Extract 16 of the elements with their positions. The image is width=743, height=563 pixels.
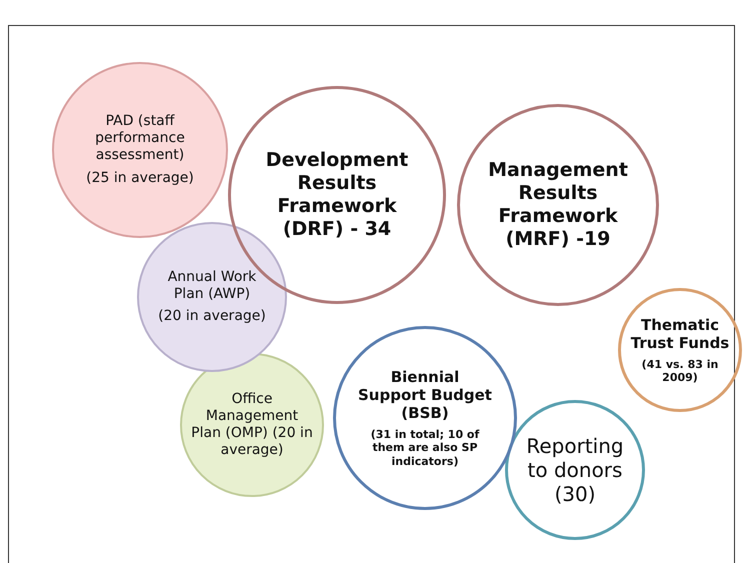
circle-title: Development Results Framework (DRF) - 34 [264,149,410,241]
circle-note: (41 vs. 83 in 2009) [640,358,720,384]
circle [505,400,645,540]
circle-title: Management Results Framework (MRF) -19 [487,159,629,251]
circle-title: Thematic Trust Funds [630,316,730,352]
circle [333,326,517,510]
circle-title: Office Management Plan (OMP) (20 in average) [190,391,314,459]
circle [457,104,659,306]
circle-title: Biennial Support Budget (BSB) [357,368,493,422]
circle-title: Annual Work Plan (AWP) [166,268,258,302]
circle-note: (20 in average) [158,308,266,326]
circle-title: Reporting to donors (30) [525,434,625,506]
circle [618,288,742,412]
circle-note: (25 in average) [86,170,194,187]
circle-title: PAD (staff performance assessment) [94,113,186,164]
circle-note: (31 in total; 10 of them are also SP indicators) [370,428,480,468]
